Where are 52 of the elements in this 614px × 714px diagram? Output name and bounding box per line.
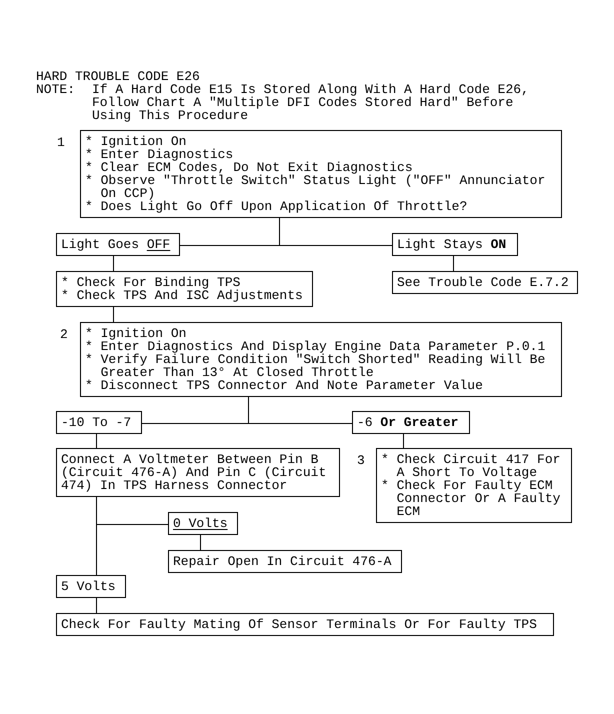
step-box <box>56 575 126 598</box>
connector-line <box>113 306 114 322</box>
chart-title: HARD TROUBLE CODE E26 <box>36 70 200 83</box>
step-box <box>56 613 554 636</box>
step-box <box>352 411 470 434</box>
step-text: * Verify Failure Condition "Switch Shorted" Reading Will Be Greater Than 13° At Closed Throttle <box>85 353 546 379</box>
step-text: Repair Open In Circuit 476-A <box>173 555 392 568</box>
step-text: -6 Or Greater <box>357 416 460 429</box>
step-box <box>392 271 578 294</box>
step-text: -10 To -7 <box>61 416 132 429</box>
step-number: 1 <box>57 136 65 149</box>
step-text: Light Stays ON <box>397 238 508 251</box>
step-box <box>80 130 562 218</box>
step-text: * Check Circuit 417 For A Short To Voltage <box>381 453 562 479</box>
step-text: * Check For Faulty ECM Connector Or A Faulty ECM <box>381 479 562 518</box>
step-box <box>392 233 518 256</box>
step-text: See Trouble Code E.7.2 <box>397 276 570 289</box>
note-text: If A Hard Code E15 Is Stored Along With A Hard Code E26, Follow Chart A "Multiple DFI Codes Stored Hard" Before Using This Procedure <box>92 83 530 122</box>
step-box <box>56 411 142 434</box>
step-box <box>56 448 340 497</box>
step-box <box>56 271 313 307</box>
step-box <box>168 550 402 573</box>
step-text: * Observe "Throttle Switch" Status Light ("OFF" Annunciator On CCP) <box>85 174 546 200</box>
step-text: 0 Volts <box>173 517 229 530</box>
step-text: 5 Volts <box>61 580 117 593</box>
connector-line <box>279 218 392 246</box>
connector-line <box>96 434 97 448</box>
note-label: NOTE: <box>36 83 76 96</box>
step-text: * Check For Binding TPS <box>61 276 240 289</box>
step-text: * Ignition On <box>85 327 186 340</box>
step-text: * Ignition On <box>85 135 186 148</box>
step-text: * Enter Diagnostics <box>85 148 234 161</box>
step-text: * Enter Diagnostics And Display Engine Data Parameter P.0.1 <box>85 340 546 353</box>
connector-line <box>113 256 114 272</box>
step-text: Connect A Voltmeter Between Pin B (Circuit 476-A) And Pin C (Circuit 474) In TPS Harness Connector <box>61 453 328 492</box>
step-box <box>376 448 572 523</box>
step-text: * Check TPS And ISC Adjustments <box>61 289 304 302</box>
step-text: * Clear ECM Codes, Do Not Exit Diagnostics <box>85 161 413 174</box>
step-text: Light Goes OFF <box>61 238 172 251</box>
step-box <box>80 322 562 397</box>
step-number: 3 <box>357 454 365 467</box>
step-text: * Does Light Go Off Upon Application Of Throttle? <box>85 200 468 213</box>
connector-line <box>96 496 97 576</box>
step-box <box>168 512 238 535</box>
step-box <box>56 233 180 256</box>
connector-line <box>200 534 201 550</box>
step-text: * Disconnect TPS Connector And Note Parameter Value <box>85 379 484 392</box>
step-number: 2 <box>60 328 68 341</box>
connector-line <box>96 598 97 614</box>
step-text: Check For Faulty Mating Of Sensor Terminals Or For Faulty TPS <box>61 618 538 631</box>
connector-line <box>453 256 454 272</box>
connector-line <box>403 434 404 448</box>
